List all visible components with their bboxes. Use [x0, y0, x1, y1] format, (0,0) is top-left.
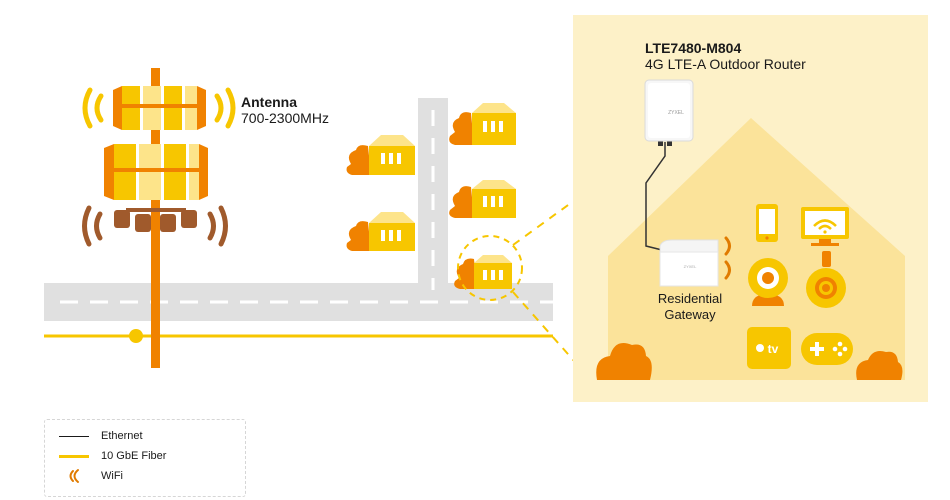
house-4: [346, 212, 415, 251]
legend-fiber-label: 10 GbE Fiber: [101, 450, 167, 462]
router-description: 4G LTE-A Outdoor Router: [645, 56, 806, 72]
fiber-line: [44, 329, 553, 343]
tv-icon: [801, 207, 849, 246]
apple-tv-label: tv: [768, 342, 779, 356]
router-model: LTE7480-M804: [645, 40, 742, 56]
antenna-panels-bottom: [104, 144, 208, 200]
router-brand-mark: ZYXEL: [668, 110, 684, 116]
house-3: [449, 180, 516, 218]
router-label: LTE7480-M804 4G LTE-A Outdoor Router: [645, 40, 806, 72]
house-2: [346, 135, 415, 175]
gateway-label: Residential Gateway: [640, 291, 740, 323]
webcam-icon: [748, 258, 788, 306]
antenna-panels-top: [113, 86, 206, 130]
road-network: [44, 98, 553, 321]
antenna-signal-bottom: [82, 205, 228, 247]
antenna-label: Antenna 700-2300MHz: [241, 94, 329, 126]
chromecast-icon: [806, 251, 846, 308]
cloud-icon-right: [856, 351, 903, 380]
legend-fiber-swatch: [59, 454, 89, 458]
antenna-name: Antenna: [241, 94, 297, 110]
legend-wifi-label: WiFi: [101, 470, 123, 482]
house-silhouette: [608, 118, 905, 380]
residential-gateway-device: ZYXEL: [659, 239, 719, 287]
house-1: [449, 103, 516, 145]
legend-ethernet-label: Ethernet: [101, 430, 143, 442]
legend: Ethernet 10 GbE Fiber WiFi: [44, 419, 246, 497]
legend-item-fiber: 10 GbE Fiber: [59, 448, 166, 464]
game-controller-icon: [801, 333, 853, 365]
legend-item-wifi: WiFi: [59, 468, 123, 484]
antenna-signal-top: [82, 87, 236, 129]
gateway-wifi-icon: [724, 236, 731, 280]
house-5-highlighted: [454, 235, 523, 301]
radio-units: [114, 208, 197, 232]
gateway-label-line2: Gateway: [664, 307, 716, 322]
legend-item-ethernet: Ethernet: [59, 428, 143, 444]
house-icons: [346, 103, 523, 301]
gateway-label-line1: Residential: [657, 291, 723, 306]
apple-tv-icon: tv: [747, 327, 791, 369]
outdoor-router-device: ZYXEL: [644, 79, 694, 142]
cell-tower: [82, 68, 236, 368]
legend-ethernet-swatch: [59, 435, 89, 437]
wifi-icon: [59, 468, 89, 484]
gateway-brand-mark: ZYXEL: [684, 264, 697, 269]
cloud-icon: [596, 343, 652, 380]
ethernet-cable: [645, 142, 666, 251]
zoom-callout-lines: [512, 199, 576, 363]
antenna-band: 700-2300MHz: [241, 110, 329, 126]
phone-icon: [756, 204, 778, 242]
